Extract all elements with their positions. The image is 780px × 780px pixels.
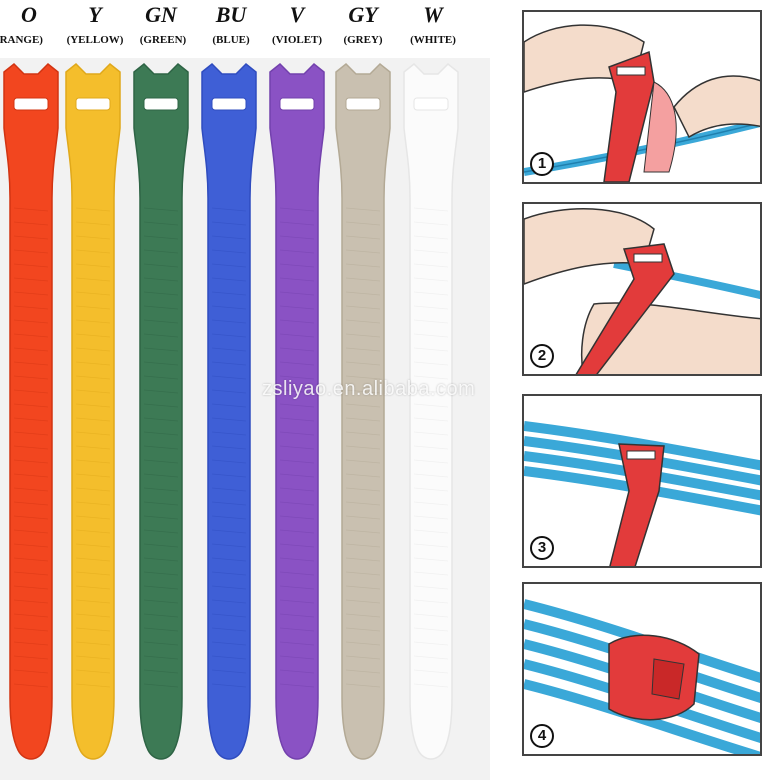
color-code-white: W [423, 2, 443, 27]
step-3-illustration [524, 421, 760, 566]
strap-slot [279, 97, 315, 111]
step-4-panel: 4 [522, 582, 762, 756]
color-code-orange: O [21, 2, 37, 27]
strap-violet [269, 62, 325, 760]
step-3-panel: 3 [522, 394, 762, 568]
strap-yellow [65, 62, 121, 760]
step-1-illustration [524, 24, 760, 182]
step-1-panel: 1 [522, 10, 762, 184]
step-1-number: 1 [530, 152, 554, 176]
color-name-blue: (BLUE) [212, 34, 250, 46]
strap-slot [143, 97, 179, 111]
color-name-violet: (VIOLET) [271, 34, 323, 46]
color-name-green: (GREEN) [139, 34, 187, 46]
color-name-white: (WHITE) [410, 34, 456, 46]
color-name-orange: ORANGE) [0, 34, 43, 46]
color-name-yellow: (YELLOW) [66, 34, 124, 46]
strap-photo [0, 58, 490, 780]
strap-slot [413, 97, 449, 111]
step-2-panel: 2 [522, 202, 762, 376]
step-3-number: 3 [530, 536, 554, 560]
strap-slot [345, 97, 381, 111]
color-code-green: GN [145, 2, 177, 27]
color-code-violet: V [289, 2, 305, 27]
strap-green [133, 62, 189, 760]
strap-white [403, 62, 459, 760]
strap-slot [13, 97, 49, 111]
step-4-number: 4 [530, 724, 554, 748]
color-code-blue: BU [215, 2, 247, 27]
step-2-illustration [524, 208, 760, 374]
strap-blue [201, 62, 257, 760]
color-code-yellow: Y [88, 2, 102, 27]
step-2-number: 2 [530, 344, 554, 368]
strap-slot [75, 97, 111, 111]
strap-grey [335, 62, 391, 760]
strap-slot [211, 97, 247, 111]
strap-orange [3, 62, 59, 760]
instruction-steps: 1 2 3 [522, 10, 772, 770]
color-name-grey: (GREY) [343, 34, 383, 46]
color-straps-panel: O Y GN BU V GY W ORANGE) (YELLOW) (GREEN… [0, 2, 490, 780]
watermark: zsliyao.en.alibaba.com [262, 378, 476, 400]
color-code-grey: GY [348, 2, 378, 27]
step-4-illustration [524, 599, 760, 754]
